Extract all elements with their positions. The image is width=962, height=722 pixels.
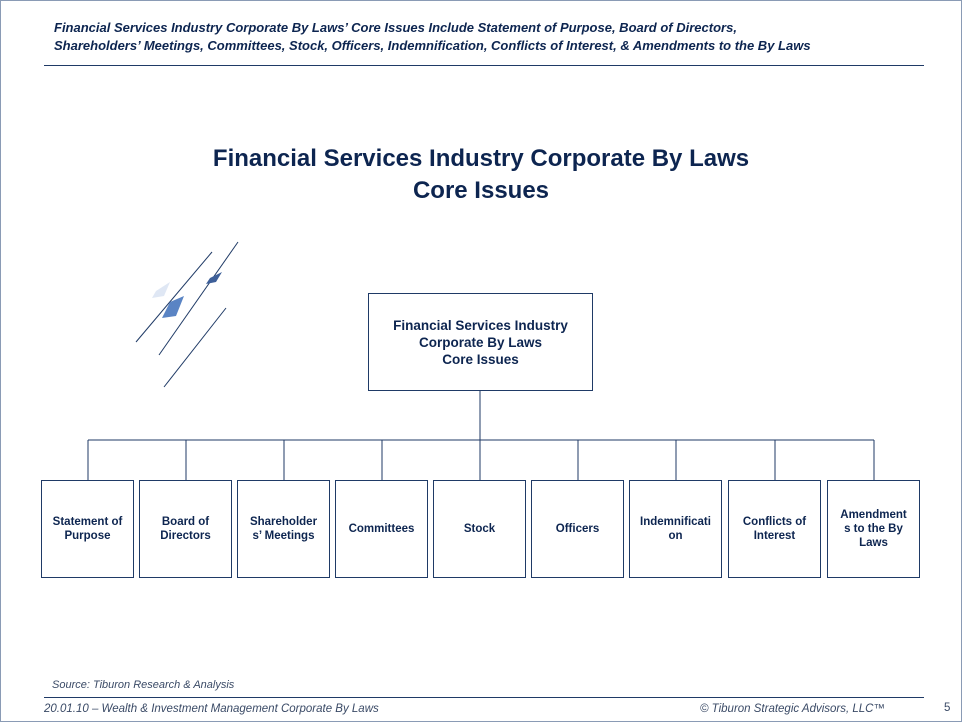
footer-divider <box>44 697 924 698</box>
page-number: 5 <box>944 702 951 714</box>
header-line-2: Shareholders’ Meetings, Committees, Stoc… <box>54 38 811 53</box>
child-box-officers: Officers <box>531 480 624 578</box>
deco-line-3 <box>163 307 227 388</box>
child-box-shareholders-meetings: Shareholder s’ Meetings <box>237 480 330 578</box>
child-label: Stock <box>463 523 496 535</box>
child-label: Statement of Purpose <box>52 516 123 542</box>
title-line-1: Financial Services Industry Corporate By… <box>212 145 750 172</box>
child-label: Shareholder s’ Meetings <box>249 516 318 542</box>
deco-line-2 <box>158 241 239 356</box>
child-label: Committees <box>348 523 415 535</box>
footer-copyright: © Tiburon Strategic Advisors, LLC™ <box>700 703 885 715</box>
root-node-label: Financial Services Industry Corporate By… <box>393 317 568 367</box>
child-label: Indemnificati on <box>640 516 711 542</box>
child-box-board-of-directors: Board of Directors <box>139 480 232 578</box>
footer-left-text: 20.01.10 – Wealth & Investment Managemen… <box>44 703 379 715</box>
child-box-committees: Committees <box>335 480 428 578</box>
deco-diamond-small <box>206 272 222 284</box>
deco-diamond-mid <box>162 296 184 318</box>
title-line-2: Core Issues <box>412 177 550 204</box>
child-box-amendments: Amendment s to the By Laws <box>827 480 920 578</box>
root-node-box: Financial Services Industry Corporate By… <box>368 293 593 391</box>
deco-diamond-light <box>152 282 170 298</box>
child-box-indemnification: Indemnificati on <box>629 480 722 578</box>
page-title: Financial Services Industry Corporate By… <box>0 143 962 207</box>
child-label: Officers <box>555 523 600 535</box>
child-box-statement-of-purpose: Statement of Purpose <box>41 480 134 578</box>
child-label: Amendment s to the By Laws <box>840 509 907 549</box>
slide-header: Financial Services Industry Corporate By… <box>54 19 934 55</box>
header-line-1: Financial Services Industry Corporate By… <box>54 20 737 35</box>
child-label: Conflicts of Interest <box>742 516 807 542</box>
child-box-stock: Stock <box>433 480 526 578</box>
child-box-conflicts-of-interest: Conflicts of Interest <box>728 480 821 578</box>
header-divider <box>44 65 924 66</box>
deco-line-1 <box>135 251 213 343</box>
source-note: Source: Tiburon Research & Analysis <box>52 679 235 691</box>
child-label: Board of Directors <box>160 516 211 542</box>
decorative-lines-graphic <box>135 241 239 388</box>
